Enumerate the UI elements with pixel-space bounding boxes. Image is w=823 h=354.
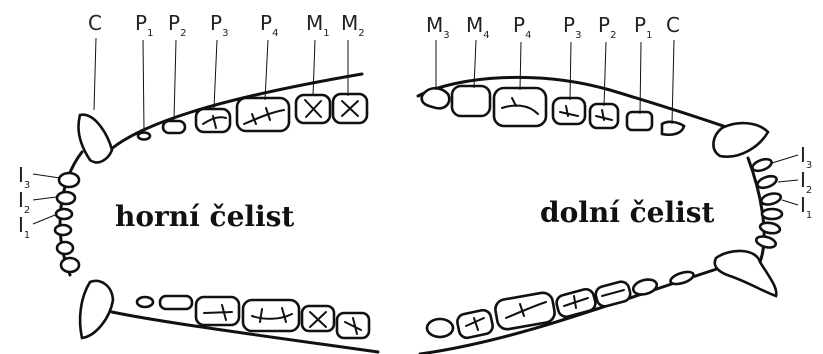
upper-incisor-3b bbox=[61, 258, 79, 272]
lower-canine-top bbox=[713, 123, 768, 157]
lower-top-labels: M3 M4 P4 P3 P2 P1 C bbox=[426, 13, 680, 41]
label-lower-i1: I1 bbox=[800, 193, 812, 221]
tooth-lower-c-small bbox=[662, 122, 684, 135]
label-upper-p3: P3 bbox=[210, 11, 228, 39]
tooth-lower-p4 bbox=[494, 88, 546, 126]
label-upper-i1: I1 bbox=[18, 213, 30, 241]
label-upper-p1: P1 bbox=[135, 11, 153, 39]
lower-jaw: M3 M4 P4 P3 P2 P1 C I3 I2 I1 dolní čelis… bbox=[418, 13, 812, 354]
tooth-lower-bottom-7 bbox=[669, 270, 695, 287]
label-upper-p4: P4 bbox=[260, 11, 278, 39]
upper-bottom-teeth bbox=[137, 296, 369, 338]
lower-canine-bottom bbox=[715, 251, 777, 296]
label-lower-i3: I3 bbox=[800, 143, 812, 171]
tooth-upper-bottom-3 bbox=[196, 297, 239, 325]
upper-incisor-labels: I3 I2 I1 bbox=[18, 163, 60, 241]
label-lower-m4: M4 bbox=[466, 13, 490, 41]
lower-top-teeth bbox=[422, 86, 684, 135]
lower-incisor-3b bbox=[755, 235, 777, 250]
tooth-upper-p1 bbox=[138, 133, 150, 140]
lower-incisors bbox=[751, 157, 782, 250]
upper-incisor-1a bbox=[56, 209, 72, 219]
tooth-lower-bottom-6 bbox=[632, 277, 659, 297]
upper-canine-top bbox=[78, 115, 112, 163]
upper-canine-bottom bbox=[80, 281, 113, 338]
lower-incisor-2a bbox=[756, 174, 778, 190]
label-lower-i2: I2 bbox=[800, 168, 812, 196]
upper-incisor-1b bbox=[55, 225, 71, 235]
label-lower-p2: P2 bbox=[598, 13, 616, 41]
lower-incisor-1b bbox=[762, 209, 782, 219]
upper-jaw: C P1 P2 P3 P4 M1 M2 I3 I2 I1 horní čelis… bbox=[18, 11, 378, 352]
label-lower-p1: P1 bbox=[634, 13, 652, 41]
tooth-lower-p3 bbox=[553, 98, 585, 124]
label-lower-p4: P4 bbox=[513, 13, 531, 41]
lower-incisor-3a bbox=[751, 157, 773, 173]
upper-incisor-2a bbox=[57, 192, 75, 204]
upper-incisor-2b bbox=[57, 242, 73, 254]
lower-jaw-title: dolní čelist bbox=[540, 196, 715, 229]
tooth-upper-p2 bbox=[163, 121, 185, 133]
label-lower-m3: M3 bbox=[426, 13, 450, 41]
label-upper-m1: M1 bbox=[306, 11, 330, 39]
tooth-upper-p4 bbox=[237, 98, 289, 131]
label-lower-p3: P3 bbox=[563, 13, 581, 41]
label-upper-i2: I2 bbox=[18, 188, 30, 216]
tooth-upper-bottom-1 bbox=[137, 297, 153, 307]
label-upper-m2: M2 bbox=[341, 11, 365, 39]
tooth-lower-m3 bbox=[422, 88, 450, 108]
tooth-lower-p1 bbox=[627, 112, 652, 130]
tooth-lower-m4 bbox=[452, 86, 490, 116]
label-upper-i3: I3 bbox=[18, 163, 30, 191]
label-lower-c: C bbox=[666, 13, 680, 37]
lower-incisor-2b bbox=[759, 221, 780, 234]
upper-jaw-title: horní čelist bbox=[115, 200, 294, 233]
tooth-lower-bottom-1 bbox=[427, 319, 453, 337]
tooth-upper-bottom-2 bbox=[160, 296, 192, 309]
upper-top-labels: C P1 P2 P3 P4 M1 M2 bbox=[88, 11, 365, 39]
upper-incisor-3 bbox=[59, 173, 79, 187]
tooth-upper-p3 bbox=[196, 109, 230, 132]
lower-bottom-teeth bbox=[427, 270, 695, 340]
lower-incisor-1a bbox=[760, 192, 782, 207]
label-upper-c: C bbox=[88, 11, 102, 35]
label-upper-p2: P2 bbox=[168, 11, 186, 39]
